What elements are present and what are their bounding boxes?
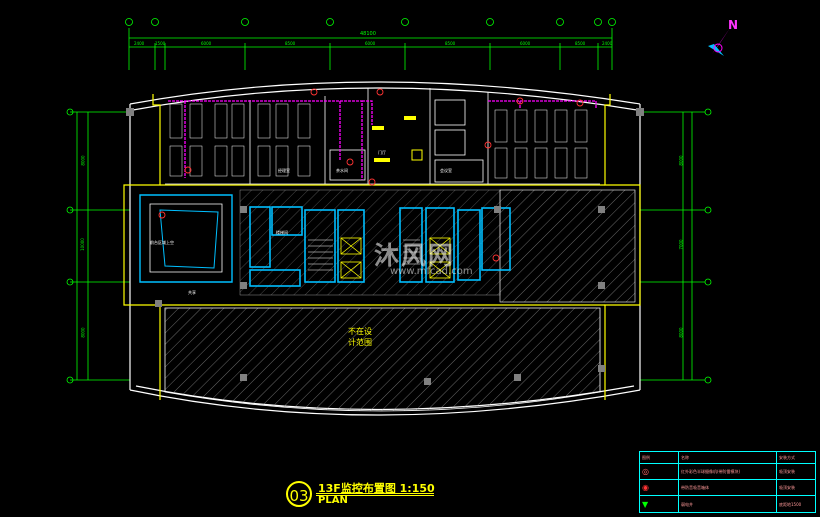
top-dim-4: 8500 <box>285 41 296 46</box>
room-label-pantry: 茶水间 <box>336 168 348 173</box>
room-label-stair: 楼梯间 <box>276 230 288 235</box>
top-dimension-chain <box>128 28 613 70</box>
workstations-west <box>169 103 311 177</box>
hatched-area-south <box>164 307 601 412</box>
legend-header-install: 安装方式 <box>779 455 795 460</box>
north-arrow-icon <box>708 28 730 56</box>
left-dim-3: 8000 <box>80 327 86 338</box>
legend-header-name: 名称 <box>681 455 689 460</box>
north-arrow: N <box>700 16 750 66</box>
west-atrium <box>139 194 233 283</box>
not-in-scope-label: 不在设 计范围 <box>348 326 372 348</box>
title-underline <box>316 493 434 494</box>
top-dim-2: 1500 <box>155 41 166 46</box>
legend-row: ◉ 带防音吸音箱体 吸顶安装 <box>640 479 815 496</box>
top-dim-6: 8500 <box>445 41 456 46</box>
watermark: 沐风网 www.mfcad.com <box>338 236 498 286</box>
left-dim-2: 10000 <box>79 238 85 251</box>
legend-header-row: 图例 名称 安装方式 <box>640 452 815 463</box>
legend-row: ▼ 弱电井 底距地1500 <box>640 495 815 513</box>
legend-table: 图例 名称 安装方式 ◎ 红外彩色半球摄像机(带防雷模块) 吸顶安装 ◉ 带防音… <box>639 451 816 513</box>
room-label-office: 经理室 <box>278 168 290 173</box>
not-in-scope-line2: 计范围 <box>348 338 372 347</box>
watermark-main: 沐风网 <box>374 241 456 270</box>
legend-divider <box>776 452 777 512</box>
workstations-east <box>494 109 588 179</box>
structural-columns <box>126 108 644 385</box>
left-dimension-chain <box>66 108 130 384</box>
legend-symbol: ▼ <box>642 500 649 509</box>
watermark-url: www.mfcad.com <box>390 266 473 277</box>
left-dim-1: 8000 <box>80 155 86 166</box>
legend-install: 吸顶安装 <box>779 469 795 474</box>
core-outline <box>123 94 641 400</box>
room-label-lobby: 门厅 <box>378 150 386 155</box>
right-dim-1: 8000 <box>678 155 684 166</box>
right-dim-2: 7000 <box>678 239 684 250</box>
north-office-walls <box>165 88 600 185</box>
right-dimension-chain <box>640 108 712 384</box>
room-label-shared: 共享 <box>188 290 196 295</box>
top-dim-7: 6000 <box>520 41 531 46</box>
legend-name: 弱电井 <box>681 502 693 507</box>
title-underline-2 <box>316 495 434 496</box>
yellow-fixtures <box>372 116 423 162</box>
top-grid-bubbles <box>125 18 616 26</box>
hatched-area-east <box>499 189 636 303</box>
cctv-cable-route <box>168 100 597 180</box>
core-rooms <box>249 206 511 287</box>
top-overall-dimension: 48100 <box>360 31 376 37</box>
top-dim-1: 2400 <box>134 41 145 46</box>
elevator-cars <box>340 237 451 279</box>
drawing-title-block: 03 13F监控布置图 1:150 PLAN <box>286 479 466 509</box>
legend-name: 红外彩色半球摄像机(带防雷模块) <box>681 469 741 474</box>
top-dim-5: 6000 <box>365 41 376 46</box>
room-label-atrium: 前台区域上空 <box>150 240 174 245</box>
drawing-title: 13F监控布置图 1:150 <box>318 482 435 495</box>
core-stairs <box>308 239 420 271</box>
legend-install: 吸顶安装 <box>779 485 795 490</box>
top-dim-8: 8500 <box>575 41 586 46</box>
legend-row: ◎ 红外彩色半球摄像机(带防雷模块) 吸顶安装 <box>640 463 815 480</box>
legend-symbol: ◉ <box>642 483 649 492</box>
legend-divider <box>678 452 679 512</box>
legend-symbol: ◎ <box>642 467 649 476</box>
drawing-number: 03 <box>286 481 312 507</box>
right-dim-3: 8000 <box>678 327 684 338</box>
legend-header-symbol: 图例 <box>642 455 650 460</box>
legend-install: 底距地1500 <box>779 502 802 507</box>
drawing-subtitle: PLAN <box>318 495 348 506</box>
room-label-meeting: 会议室 <box>440 168 452 173</box>
top-dim-3: 6000 <box>201 41 212 46</box>
camera-symbols <box>158 88 584 262</box>
legend-name: 带防音吸音箱体 <box>681 485 709 490</box>
not-in-scope-line1: 不在设 <box>348 327 372 336</box>
top-dim-9: 2400 <box>602 41 613 46</box>
north-label: N <box>728 18 739 32</box>
